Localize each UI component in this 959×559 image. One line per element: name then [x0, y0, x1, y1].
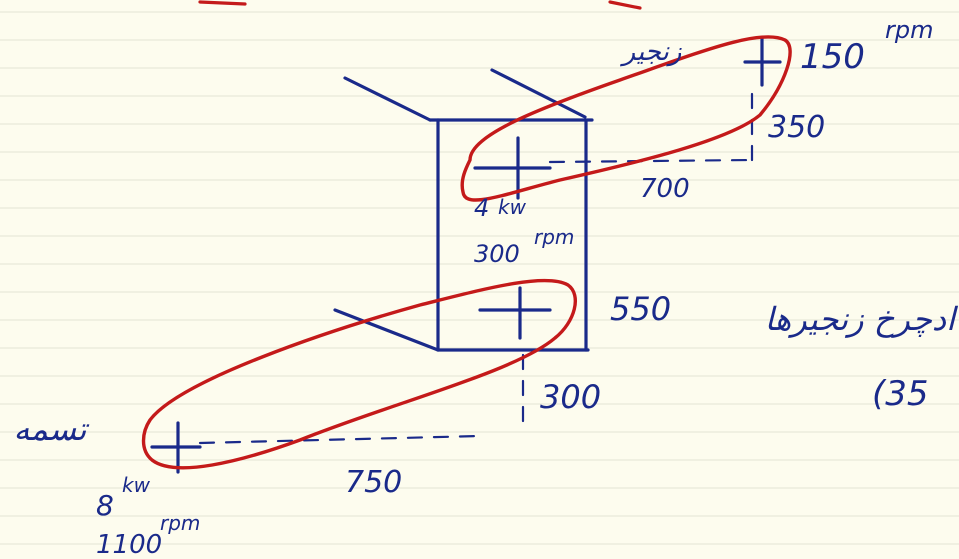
motor-rpm-unit: rpm — [534, 225, 574, 249]
dim-label-550: 550 — [610, 290, 671, 328]
top-rpm-unit: rpm — [885, 16, 933, 44]
top-sprocket-cross — [743, 36, 782, 87]
bottom-pulley-cross — [150, 421, 202, 474]
motor-rpm-value: 300 — [474, 240, 520, 268]
right-text-line1: ادچرخ زنجیرها — [765, 300, 958, 338]
dim-label-750: 750 — [345, 465, 402, 500]
bottom-power-value: 8 — [96, 489, 114, 522]
belt-loop — [141, 278, 577, 470]
bottom-rpm-value: 1100 — [96, 530, 162, 559]
dim-label-700: 700 — [640, 174, 690, 204]
motor-power-value: 4 — [474, 194, 489, 222]
right-text-line2: (35 — [872, 374, 929, 414]
top-edge-scribble — [198, 0, 642, 10]
output-shaft-cross — [478, 286, 552, 340]
top-rpm-value: 150 — [800, 37, 865, 77]
belt-word: تسمه — [13, 410, 89, 448]
dim-line-750 — [198, 434, 482, 445]
chain-loop — [460, 35, 792, 202]
motor-shaft-cross — [473, 136, 552, 200]
bottom-rpm-unit: rpm — [160, 511, 200, 535]
bottom-power-unit: kw — [122, 473, 151, 497]
dim-label-350: 350 — [768, 110, 825, 145]
motor-power-unit: kw — [498, 195, 527, 219]
gearbox-housing — [333, 68, 594, 352]
dim-label-300: 300 — [540, 378, 601, 416]
dim-line-700 — [548, 158, 754, 164]
top-chain-word: زنجیر — [620, 37, 682, 67]
